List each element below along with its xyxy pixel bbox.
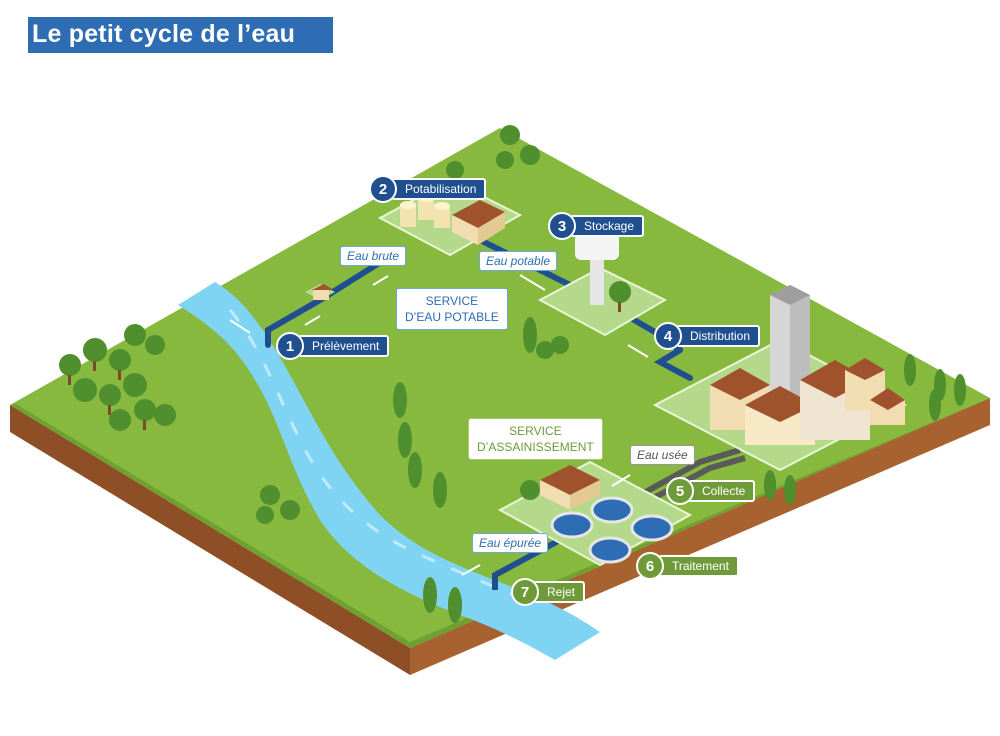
- step-label: Stockage: [570, 215, 645, 237]
- service-eau-potable: SERVICE D’EAU POTABLE: [396, 288, 508, 330]
- soil-left-side: [10, 405, 410, 675]
- river-highlight: [228, 309, 521, 600]
- service-assainissement-line1: SERVICE: [509, 424, 562, 438]
- step-collecte: 5 Collecte: [666, 477, 756, 505]
- pump-house: [305, 284, 335, 300]
- flow-eau-usee: Eau usée: [630, 445, 695, 465]
- step-number: 6: [636, 552, 664, 580]
- step-number: 3: [548, 212, 576, 240]
- step-label: Potabilisation: [391, 178, 487, 200]
- flow-eau-epuree: Eau épurée: [472, 533, 549, 553]
- step-label: Collecte: [688, 480, 756, 502]
- step-number: 5: [666, 477, 694, 505]
- step-prelevement: 1 Prélèvement: [276, 332, 390, 360]
- grass-edge-highlight: [10, 398, 990, 648]
- step-stockage: 3 Stockage: [548, 212, 645, 240]
- step-rejet: 7 Rejet: [511, 578, 586, 606]
- flow-arrows: [229, 274, 649, 576]
- step-potabilisation: 2 Potabilisation: [369, 175, 487, 203]
- step-label: Traitement: [658, 555, 739, 577]
- trees: [59, 125, 966, 623]
- step-label: Prélèvement: [298, 335, 390, 357]
- flow-eau-brute: Eau brute: [340, 246, 407, 266]
- step-number: 2: [369, 175, 397, 203]
- step-label: Distribution: [676, 325, 761, 347]
- title-banner: [28, 17, 333, 53]
- service-assainissement-line2: D’ASSAINISSEMENT: [477, 440, 594, 454]
- step-distribution: 4 Distribution: [654, 322, 761, 350]
- page-title: Le petit cycle de l’eau: [32, 20, 296, 48]
- step-label: Rejet: [533, 581, 586, 603]
- step-traitement: 6 Traitement: [636, 552, 739, 580]
- step-number: 7: [511, 578, 539, 606]
- step-number: 4: [654, 322, 682, 350]
- city: [710, 285, 905, 445]
- service-assainissement: SERVICE D’ASSAINISSEMENT: [468, 418, 603, 460]
- step-number: 1: [276, 332, 304, 360]
- service-eau-potable-line1: SERVICE: [425, 294, 479, 308]
- grass-plateau: [10, 128, 990, 648]
- treatment-station: [540, 465, 674, 564]
- river: [178, 282, 600, 660]
- service-eau-potable-line2: D’EAU POTABLE: [405, 310, 499, 324]
- trunks: [68, 302, 621, 430]
- flow-eau-potable: Eau potable: [479, 251, 558, 271]
